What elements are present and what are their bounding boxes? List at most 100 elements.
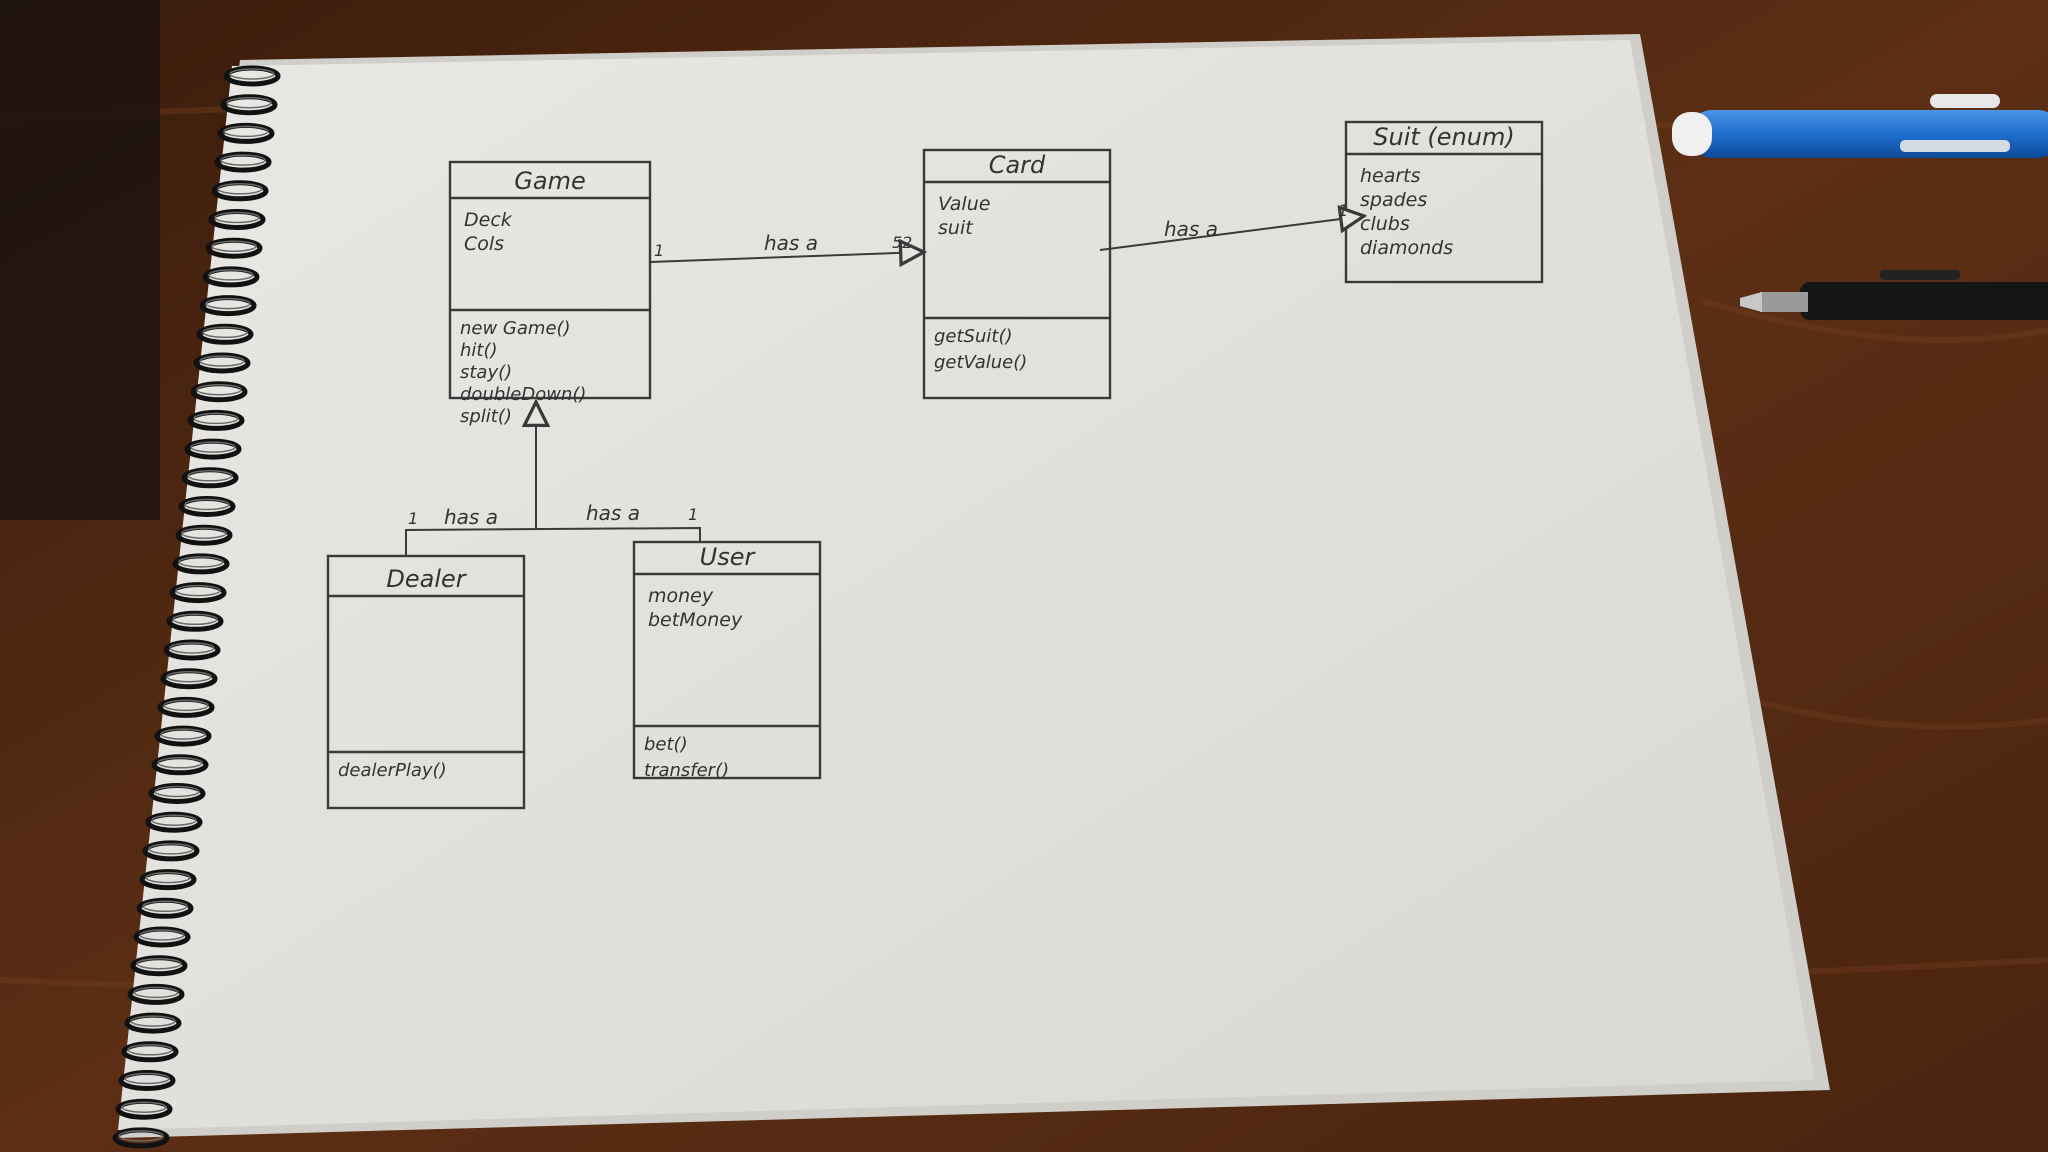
- class-border: [326, 554, 526, 810]
- multiplicity: 1: [408, 509, 418, 528]
- spiral-ring: [217, 122, 275, 144]
- class-method: doubleDown(): [460, 384, 586, 405]
- spiral-ring: [157, 696, 215, 718]
- class-name: Card: [989, 151, 1046, 179]
- class-method: transfer(): [644, 760, 729, 781]
- spiral-ring-highlight: [175, 584, 221, 597]
- spiral-ring-highlight: [136, 957, 182, 970]
- spiral-ring: [178, 496, 236, 517]
- spiral-ring: [169, 582, 227, 604]
- spiral-ring-highlight: [190, 441, 236, 453]
- spiral-ring: [124, 1012, 182, 1034]
- multiplicity: 1: [654, 241, 664, 260]
- spiral-ring: [211, 180, 269, 202]
- spiral-ring-highlight: [214, 211, 260, 224]
- spiral-ring: [154, 725, 212, 747]
- spiral-ring: [139, 869, 197, 891]
- spiral-ring-highlight: [154, 785, 200, 798]
- spiral-ring-highlight: [142, 900, 188, 913]
- spiral-ring: [172, 553, 230, 575]
- multiplicity: 52: [892, 233, 912, 252]
- class-attribute: clubs: [1360, 213, 1410, 235]
- class-name: Game: [514, 167, 585, 195]
- class-method: new Game(): [460, 318, 571, 339]
- spiral-ring-highlight: [139, 929, 185, 941]
- spiral-ring: [220, 94, 278, 116]
- class-method: hit(): [460, 340, 498, 361]
- relation-label: has a: [1164, 217, 1218, 241]
- class-name: User: [700, 543, 757, 571]
- relation-label: has a: [586, 501, 640, 525]
- spiral-ring-highlight: [211, 240, 257, 252]
- spiral-ring-highlight: [148, 843, 194, 855]
- multiplicity: 1: [688, 505, 698, 524]
- class-name: Dealer: [386, 565, 467, 593]
- black-pencil: [1740, 270, 2048, 320]
- spiral-ring-highlight: [127, 1044, 173, 1056]
- spiral-ring: [121, 1041, 179, 1063]
- spiral-ring-highlight: [157, 757, 203, 769]
- spiral-ring: [115, 1098, 173, 1120]
- class-attribute: spades: [1360, 189, 1427, 211]
- spiral-ring: [112, 1127, 170, 1149]
- class-method: bet(): [644, 734, 688, 755]
- spiral-ring-highlight: [130, 1015, 176, 1027]
- spiral-ring-highlight: [196, 383, 242, 396]
- spiral-ring: [181, 467, 239, 489]
- spiral-ring: [148, 783, 206, 804]
- spiral-ring: [163, 639, 221, 661]
- spiral-ring-highlight: [217, 183, 263, 195]
- spiral-ring-highlight: [163, 699, 209, 712]
- spiral-ring: [190, 381, 248, 403]
- spiral-ring-highlight: [187, 470, 233, 482]
- spiral-ring: [166, 610, 224, 632]
- class-border: [632, 540, 822, 780]
- spiral-ring: [205, 237, 263, 259]
- spiral-ring-highlight: [172, 613, 218, 626]
- dark-corner: [0, 0, 160, 520]
- spiral-ring: [160, 668, 218, 690]
- spiral-ring-highlight: [118, 1130, 164, 1142]
- class-attribute: suit: [938, 217, 974, 239]
- spiral-ring: [187, 409, 245, 431]
- spiral-ring: [136, 897, 194, 919]
- sketchbook-page: [118, 40, 1815, 1130]
- class-attribute: hearts: [1360, 165, 1421, 187]
- spiral-ring-highlight: [202, 326, 248, 339]
- spiral-ring: [199, 295, 257, 317]
- spiral-ring-highlight: [151, 814, 197, 826]
- class-method: split(): [460, 406, 512, 427]
- spiral-ring-highlight: [184, 498, 230, 511]
- spiral-ring: [196, 323, 254, 345]
- class-border: [1344, 120, 1544, 284]
- class-method: dealerPlay(): [338, 760, 447, 781]
- spiral-ring-highlight: [160, 728, 206, 740]
- spiral-ring: [145, 811, 203, 833]
- multiplicity: 1: [1338, 201, 1348, 220]
- blue-pen: [1672, 94, 2048, 158]
- spiral-ring-highlight: [199, 355, 245, 367]
- spiral-ring: [202, 266, 260, 288]
- spiral-ring: [223, 65, 281, 87]
- spiral-ring: [193, 352, 251, 374]
- spiral-ring-highlight: [166, 670, 212, 683]
- spiral-ring-highlight: [181, 527, 227, 539]
- spiral-ring: [151, 754, 209, 776]
- class-attribute: diamonds: [1360, 237, 1453, 259]
- spiral-ring: [184, 438, 242, 460]
- spiral-ring: [118, 1070, 176, 1091]
- spiral-ring-highlight: [226, 96, 272, 109]
- spiral-ring-highlight: [220, 154, 266, 166]
- relation-label: has a: [764, 231, 818, 255]
- spiral-ring-highlight: [229, 68, 275, 80]
- spiral-ring-highlight: [121, 1101, 167, 1113]
- class-box-dealer: Dealer dealerPlay(): [326, 554, 526, 810]
- spiral-ring: [142, 840, 200, 862]
- class-attribute: Value: [938, 193, 990, 215]
- spiral-ring: [133, 926, 191, 948]
